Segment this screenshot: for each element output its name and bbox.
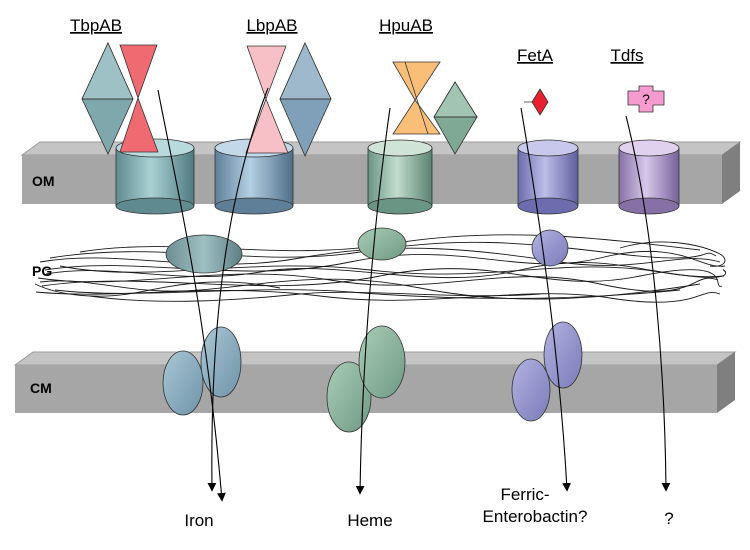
receptor-label-lbpab: LbpAB bbox=[246, 16, 297, 35]
receptor-label-tbpab: TbpAB bbox=[70, 16, 122, 35]
product-iron: Iron bbox=[184, 511, 213, 530]
product-ferric-line2: Enterobactin? bbox=[483, 507, 588, 526]
tdf-unknown-ligand: ? bbox=[627, 85, 665, 113]
fet-inner-membrane-ovals bbox=[511, 321, 583, 422]
tdf-unknown-arrow bbox=[625, 115, 671, 492]
hemoglobin-hourglass bbox=[392, 61, 441, 135]
product-heme: Heme bbox=[347, 511, 392, 530]
tbpb-diamond bbox=[81, 42, 134, 155]
fet-ferric-arrow bbox=[520, 107, 572, 492]
enterobactin-hexagon bbox=[524, 88, 549, 116]
receptor-label-hpuab: HpuAB bbox=[379, 16, 433, 35]
hpua-diamond bbox=[433, 81, 478, 155]
layer-label-pg: PG bbox=[32, 263, 52, 279]
receptor-label-tdfs: Tdfs bbox=[610, 46, 643, 65]
lbpb-diamond bbox=[279, 42, 332, 157]
tbp-periplasmic-blob bbox=[165, 234, 243, 274]
hpu-heme-arrow bbox=[355, 107, 391, 495]
layer-label-om: OM bbox=[32, 173, 55, 189]
fet-barrel bbox=[517, 139, 579, 215]
receptor-label-feta: FetA bbox=[517, 46, 554, 65]
lactoferrin-hourglass bbox=[245, 45, 289, 154]
hpu-periplasmic-blob bbox=[357, 227, 407, 261]
tdf-ligand-question-mark: ? bbox=[642, 91, 650, 107]
tbp-iron-arrow bbox=[157, 89, 226, 502]
layer-label-cm: CM bbox=[30, 380, 52, 396]
hpu-inner-membrane-ovals bbox=[326, 325, 406, 433]
tbp-barrel bbox=[115, 138, 195, 215]
lbp-iron-arrow bbox=[207, 87, 269, 492]
transferrin-hourglass bbox=[119, 44, 159, 153]
tdf-barrel bbox=[618, 139, 680, 215]
product-ferric-line1: Ferric- bbox=[500, 485, 549, 504]
peptidoglycan-mesh bbox=[34, 234, 727, 303]
tbp-inner-membrane-ovals bbox=[162, 326, 242, 416]
fet-periplasmic-blob bbox=[531, 229, 569, 267]
transport-arrows bbox=[157, 87, 671, 502]
product-unknown: ? bbox=[664, 509, 673, 528]
